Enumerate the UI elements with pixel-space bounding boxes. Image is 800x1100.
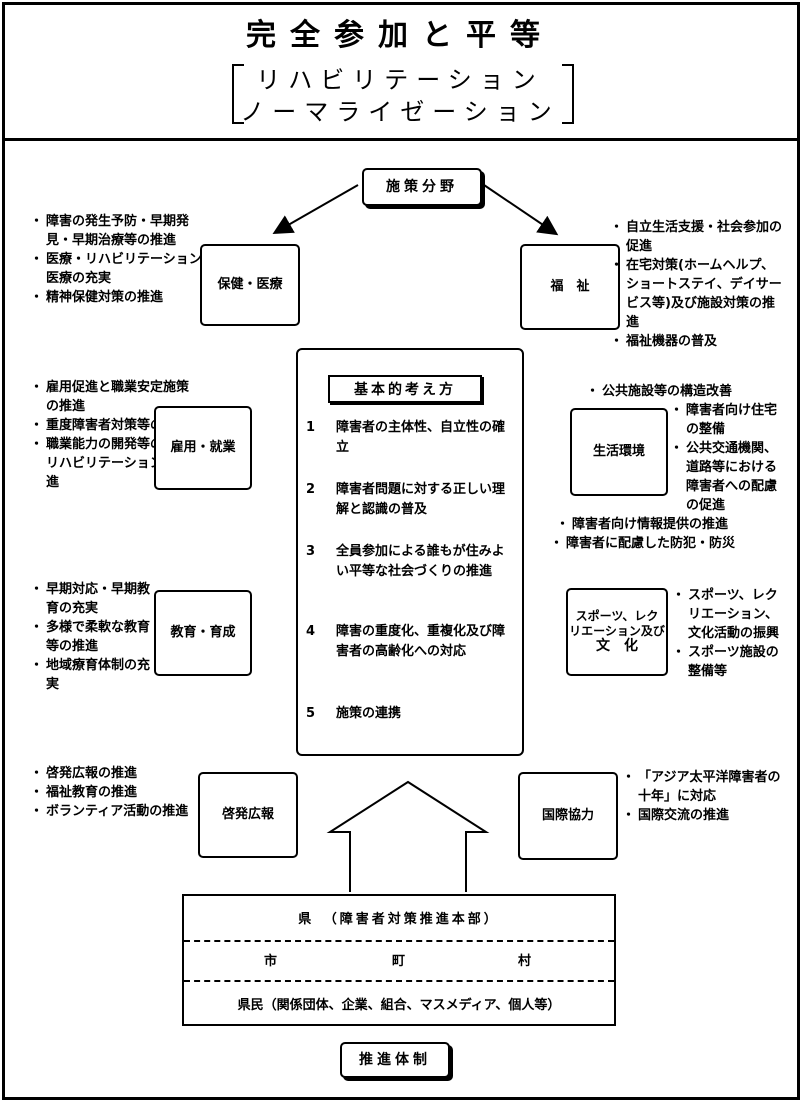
welfare-box: 福 祉 xyxy=(520,244,620,330)
list-item: 医療・リハビリテーション医療の充実 xyxy=(30,250,204,288)
principle-text: 施策の連携 xyxy=(336,706,402,721)
sports-label-line2: リエーション及び xyxy=(569,623,665,638)
list-item: 多様で柔軟な教育等の推進 xyxy=(30,618,150,656)
subtitle-normalization: ノーマライゼーション xyxy=(240,98,560,126)
principle-item: 2 障害者問題に対する正しい理解と認識の普及 xyxy=(306,480,516,520)
principle-text: 障害者問題に対する正しい理解と認識の普及 xyxy=(336,482,506,517)
employment-bullets: 雇用促進と職業安定施策の推進 重度障害者対策等の推進 職業能力の開発等の職業リハ… xyxy=(30,378,194,492)
policy-field-box: 施策分野 xyxy=(362,168,482,206)
dashed-divider xyxy=(184,940,614,942)
principle-text: 全員参加による誰もが住みよい平等な社会づくりの推進 xyxy=(336,544,505,579)
list-item: 啓発広報の推進 xyxy=(30,764,204,783)
sports-culture-box: スポーツ、レク リエーション及び 文 化 xyxy=(566,588,668,676)
basic-approach-panel xyxy=(296,348,524,756)
list-item: スポーツ施設の整備等 xyxy=(672,643,784,681)
bracket-right xyxy=(562,64,574,124)
dashed-divider xyxy=(184,980,614,982)
principle-text: 障害者の主体性、自立性の確立 xyxy=(336,420,506,455)
list-item: 雇用促進と職業安定施策の推進 xyxy=(30,378,194,416)
upward-house-arrow xyxy=(326,780,490,892)
international-box: 国際協力 xyxy=(518,772,618,860)
sports-label-line1: スポーツ、レク xyxy=(575,609,659,624)
basic-approach-title: 基本的考え方 xyxy=(328,375,482,403)
list-item: 障害者向け情報提供の推進 xyxy=(556,515,784,534)
municipality-city: 市 xyxy=(264,954,278,969)
municipality-town: 町 xyxy=(392,954,406,969)
principle-number: 4 xyxy=(306,624,316,639)
arrow-to-welfare xyxy=(483,184,559,236)
list-item: 職業能力の開発等の職業リハビリテーションの推進 xyxy=(30,435,194,492)
list-item: 福祉教育の推進 xyxy=(30,783,204,802)
list-item: 在宅対策(ホームヘルプ、ショートステイ、デイサービス等)及び施設対策の推進 xyxy=(610,256,784,332)
list-item: 精神保健対策の推進 xyxy=(30,288,204,307)
employment-box: 雇用・就業 xyxy=(154,406,252,490)
promotion-system-label: 推進体制 xyxy=(340,1042,450,1078)
header-divider xyxy=(2,138,800,141)
main-title: 完全参加と平等 xyxy=(246,18,554,53)
principle-number: 1 xyxy=(306,420,316,435)
list-item: 障害者に配慮した防犯・防災 xyxy=(550,534,784,553)
list-item: 「アジア太平洋障害者の十年」に対応 xyxy=(622,768,784,806)
welfare-bullets: 自立生活支援・社会参加の促進 在宅対策(ホームヘルプ、ショートステイ、デイサービ… xyxy=(610,218,784,351)
bracket-left xyxy=(232,64,244,124)
environment-bullets: 公共施設等の構造改善 障害者向け住宅の整備 公共交通機関、道路等における障害者へ… xyxy=(550,382,784,553)
prefecture-headquarters: 県 （障害者対策推進本部） xyxy=(298,912,500,927)
list-item: スポーツ、レクリエーション、文化活動の振興 xyxy=(672,586,784,643)
sports-label-line3: 文 化 xyxy=(596,637,638,654)
health-bullets: 障害の発生予防・早期発見・早期治療等の推進 医療・リハビリテーション医療の充実 … xyxy=(30,212,204,307)
citizens-row: 県民（関係団体、企業、組合、マスメディア、個人等） xyxy=(237,998,561,1013)
awareness-box: 啓発広報 xyxy=(198,772,298,858)
list-item: 地域療育体制の充実 xyxy=(30,656,150,694)
arrow-to-health xyxy=(272,184,359,234)
subtitle-rehabilitation: リハビリテーション xyxy=(256,66,544,94)
education-bullets: 早期対応・早期教育の充実 多様で柔軟な教育等の推進 地域療育体制の充実 xyxy=(30,580,150,694)
principle-number: 2 xyxy=(306,482,316,497)
list-item: 早期対応・早期教育の充実 xyxy=(30,580,150,618)
principle-item: 1 障害者の主体性、自立性の確立 xyxy=(306,418,516,458)
list-item: 公共交通機関、道路等における障害者への配慮の促進 xyxy=(670,439,784,515)
list-item: 障害の発生予防・早期発見・早期治療等の推進 xyxy=(30,212,204,250)
list-item: 自立生活支援・社会参加の促進 xyxy=(610,218,784,256)
list-item: ボランティア活動の推進 xyxy=(30,802,204,821)
health-medical-box: 保健・医療 xyxy=(200,244,300,326)
international-bullets: 「アジア太平洋障害者の十年」に対応 国際交流の推進 xyxy=(622,768,784,825)
organization-box: 県 （障害者対策推進本部） 市 町 村 県民（関係団体、企業、組合、マスメディア… xyxy=(182,894,616,1026)
list-item: 福祉機器の普及 xyxy=(610,332,784,351)
principle-number: 3 xyxy=(306,544,316,559)
principle-number: 5 xyxy=(306,706,316,721)
principle-item: 4 障害の重度化、重複化及び障害者の高齢化への対応 xyxy=(306,622,516,662)
principle-item: 5 施策の連携 xyxy=(306,704,516,724)
principle-text: 障害の重度化、重複化及び障害者の高齢化への対応 xyxy=(336,624,506,659)
principle-item: 3 全員参加による誰もが住みよい平等な社会づくりの推進 xyxy=(306,542,516,582)
list-item: 国際交流の推進 xyxy=(622,806,784,825)
education-box: 教育・育成 xyxy=(154,590,252,676)
awareness-bullets: 啓発広報の推進 福祉教育の推進 ボランティア活動の推進 xyxy=(30,764,204,821)
list-item: 重度障害者対策等の推進 xyxy=(30,416,194,435)
sports-bullets: スポーツ、レクリエーション、文化活動の振興 スポーツ施設の整備等 xyxy=(672,586,784,681)
municipality-village: 村 xyxy=(518,954,532,969)
list-item: 公共施設等の構造改善 xyxy=(586,382,784,401)
living-environment-box: 生活環境 xyxy=(570,408,668,496)
list-item: 障害者向け住宅の整備 xyxy=(670,401,784,439)
